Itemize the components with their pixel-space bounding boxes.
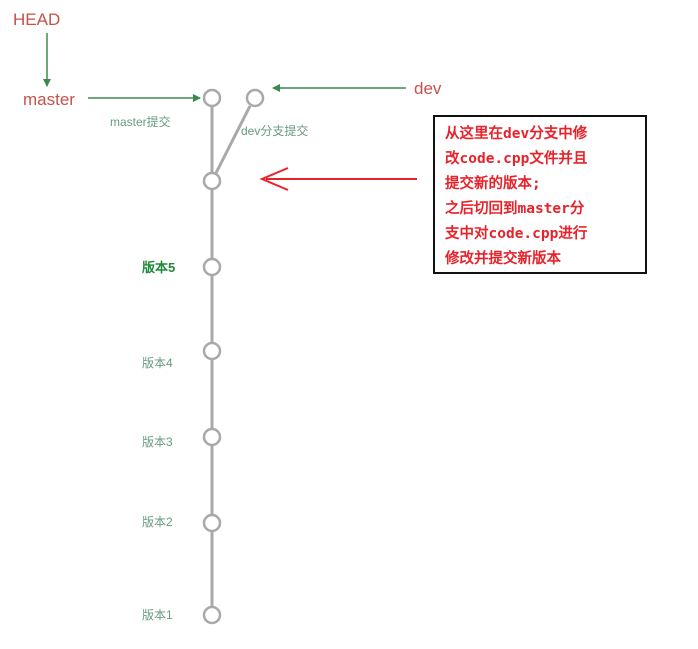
dev-ref-label: dev (414, 79, 442, 98)
annotation-line: 支中对code.cpp进行 (445, 226, 588, 242)
version3-label: 版本3 (142, 435, 173, 449)
version1-label: 版本1 (142, 608, 173, 622)
commit-node-dev (245, 88, 265, 108)
version4-label: 版本4 (142, 356, 173, 370)
version2-label: 版本2 (142, 515, 173, 529)
master-commit-label: master提交 (110, 115, 171, 129)
master-ref-label: master (23, 90, 75, 109)
annotation-line: 之后切回到master分 (445, 201, 585, 217)
note-arrow-head (259, 167, 289, 191)
version5-label: 版本5 (142, 260, 176, 275)
annotation-line: 从这里在dev分支中修 (445, 126, 588, 142)
commit-node-v4 (202, 341, 222, 361)
annotation-box: 从这里在dev分支中修 改code.cpp文件并且 提交新的版本; 之后切回到m… (433, 115, 647, 274)
commit-node-v5 (202, 257, 222, 277)
annotation-line: 改code.cpp文件并且 (445, 151, 588, 167)
dev-commit-label: dev分支提交 (241, 124, 309, 138)
annotation-line: 提交新的版本; (445, 176, 541, 192)
commit-node-fork (202, 171, 222, 191)
annotation-line: 修改并提交新版本 (445, 251, 561, 267)
commit-node-v3 (202, 427, 222, 447)
commit-node-v1 (202, 605, 222, 625)
commit-node-master (202, 88, 222, 108)
head-label: HEAD (13, 10, 61, 29)
dev-branch-line (214, 105, 252, 174)
commit-node-v2 (202, 513, 222, 533)
